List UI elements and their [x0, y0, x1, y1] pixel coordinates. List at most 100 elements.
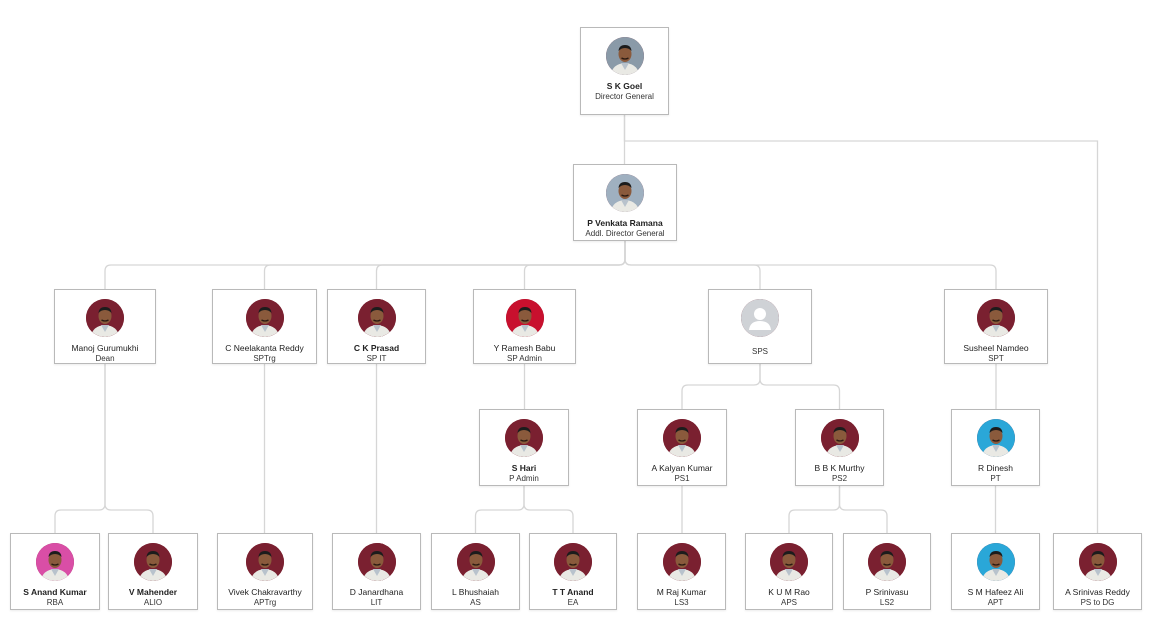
connector-ramana-ramesh [523, 241, 626, 289]
connector-sps-kalyan [681, 364, 761, 409]
node-title: APS [780, 598, 797, 607]
connector-hari-tt_anand [523, 486, 574, 533]
avatar [820, 419, 859, 457]
avatar [245, 299, 284, 337]
node-name: D Janardhana [349, 587, 404, 597]
avatar [977, 299, 1015, 337]
user-placeholder-icon [741, 299, 779, 337]
node-title: LS2 [879, 598, 895, 607]
node-title: Director General [595, 92, 654, 101]
connector-ramana-susheel [624, 241, 997, 289]
node-title: APT [987, 598, 1004, 607]
avatar [663, 419, 701, 457]
connector-hari-bhushaiah [474, 486, 525, 533]
node-name: M Raj Kumar [656, 587, 707, 597]
node-name: P Srinivasu [865, 587, 909, 597]
avatar [505, 419, 543, 457]
node-name: Manoj Gurumukhi [71, 343, 139, 353]
node-title: SPT [988, 354, 1004, 363]
avatar [605, 37, 644, 75]
node-name: A Srinivas Reddy [1065, 587, 1130, 597]
node-name: Susheel Namdeo [963, 343, 1029, 353]
node-name: P Venkata Ramana [587, 218, 663, 228]
connector-sps-murthy [759, 364, 841, 409]
node-title: SPTrg [253, 354, 276, 363]
node-name: Y Ramesh Babu [493, 343, 556, 353]
avatar [976, 543, 1015, 581]
node-name: V Mahender [128, 587, 178, 597]
node-title: PT [990, 474, 1001, 483]
avatar [606, 174, 644, 212]
avatar [36, 543, 74, 581]
node-name: S Hari [511, 463, 537, 473]
avatar [357, 299, 396, 337]
connector-manoj-mahender [104, 364, 154, 533]
node-title: Dean [95, 354, 115, 363]
node-name: Vivek Chakravarthy [228, 587, 302, 597]
node-name: S Anand Kumar [23, 587, 87, 597]
node-title: PS1 [674, 474, 690, 483]
node-title: LIT [370, 598, 383, 607]
node-title: SP Admin [507, 354, 542, 363]
avatar [505, 299, 544, 337]
node-name: B B K Murthy [814, 463, 865, 473]
avatar [976, 419, 1015, 457]
node-title: APTrg [253, 598, 277, 607]
node-title: ALIO [143, 598, 163, 607]
avatar [134, 543, 172, 581]
avatar [86, 299, 124, 337]
node-name: A Kalyan Kumar [651, 463, 713, 473]
node-name: K U M Rao [768, 587, 810, 597]
node-title: LS3 [674, 598, 689, 607]
avatar [1078, 543, 1117, 581]
connector-murthy-kum_rao [788, 486, 841, 533]
node-title: EA [567, 598, 579, 607]
avatar [868, 543, 906, 581]
connector-murthy-srinivasu [838, 486, 888, 533]
node-name: L Bhushaiah [452, 587, 499, 597]
node-name: R Dinesh [978, 463, 1013, 473]
avatar [456, 543, 495, 581]
node-name: S M Hafeez Ali [967, 587, 1024, 597]
node-title: PS to DG [1080, 598, 1115, 607]
connector-goel-srinivas_reddy [623, 115, 1099, 533]
node-title: SPS [751, 347, 768, 356]
avatar [770, 543, 808, 581]
org-node-sps[interactable]: SPS [708, 289, 812, 364]
node-title: AS [470, 598, 481, 607]
avatar [357, 543, 396, 581]
connector-manoj-anand_kumar [54, 364, 106, 533]
node-name: S K Goel [606, 81, 643, 91]
node-title: RBA [46, 598, 64, 607]
node-title: SP IT [366, 354, 387, 363]
avatar [246, 543, 284, 581]
node-title: PS2 [831, 474, 848, 483]
node-name: T T Anand [552, 587, 594, 597]
node-name: C Neelakanta Reddy [225, 343, 304, 353]
avatar [554, 543, 592, 581]
